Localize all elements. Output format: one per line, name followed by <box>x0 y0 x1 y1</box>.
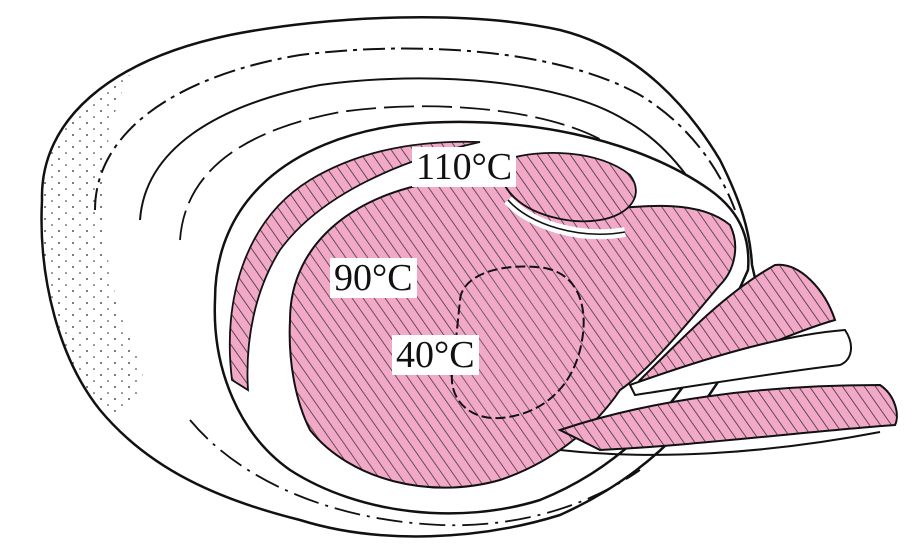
temperature-label-110: 110°C <box>412 147 516 187</box>
temperature-label-90: 90°C <box>330 258 417 298</box>
temperature-label-40: 40°C <box>392 335 479 375</box>
